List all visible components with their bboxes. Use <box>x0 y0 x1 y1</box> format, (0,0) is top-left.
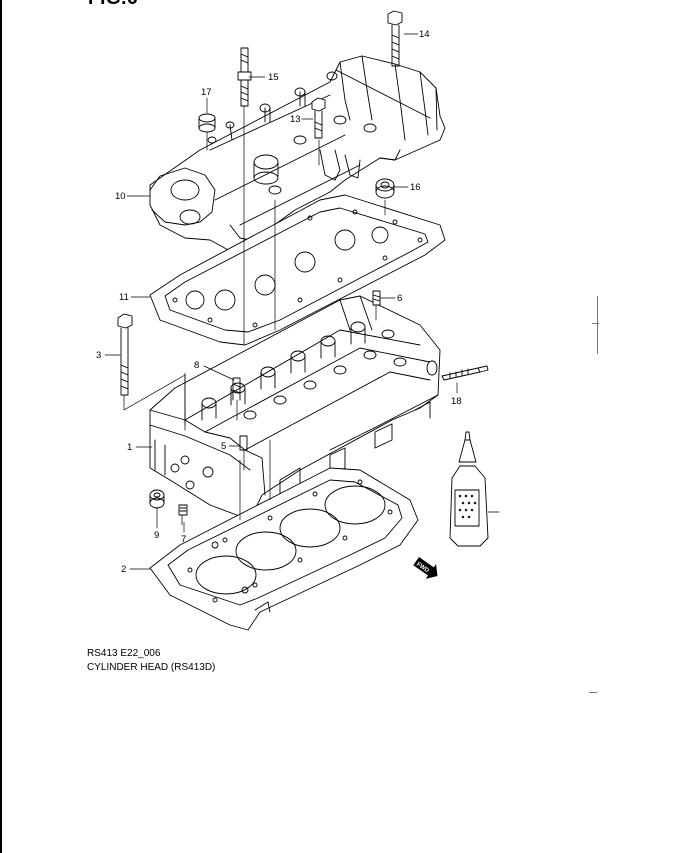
seal-9 <box>149 489 165 509</box>
callout-2: 2 <box>121 564 126 575</box>
upper-gasket <box>149 194 446 346</box>
callout-14: 15 <box>268 72 279 83</box>
assembly-lines <box>123 105 386 526</box>
right-margin-mark <box>597 296 598 354</box>
callout-5: 5 <box>221 441 226 452</box>
bolt-3 <box>117 313 133 396</box>
fwd-arrow-icon: FWD <box>413 557 438 579</box>
diagram-code: RS413 E22_006 <box>87 648 161 659</box>
seal-15 <box>375 178 395 199</box>
callout-3: 3 <box>96 350 101 361</box>
figure-heading: FIG.6 <box>88 0 138 10</box>
stud-14 <box>237 47 252 107</box>
cylinder-head <box>149 295 441 521</box>
callout-11: 11 <box>119 292 129 303</box>
camshaft-housing <box>149 55 446 253</box>
plug-7 <box>178 504 188 516</box>
callout-15: 16 <box>410 182 421 193</box>
right-margin-tick <box>592 323 599 324</box>
callout-16: 17 <box>201 87 212 98</box>
glow-plug-17 <box>441 365 489 381</box>
callout-10: 10 <box>115 191 126 202</box>
bolt-13 <box>387 10 403 67</box>
stud-8 <box>232 377 241 401</box>
bolt-12 <box>311 97 326 139</box>
leader-lines <box>104 33 500 570</box>
callout-17: 18 <box>451 396 462 407</box>
callout-13: 14 <box>419 29 430 40</box>
sealant-bottle-18 <box>449 431 489 547</box>
callout-7: 7 <box>181 534 186 545</box>
dowel-5 <box>239 435 248 451</box>
page-left-border <box>0 0 2 853</box>
callout-1: 1 <box>127 442 132 453</box>
head-gasket <box>149 467 419 631</box>
callout-12: 13 <box>290 114 301 125</box>
plug-16 <box>198 113 216 133</box>
callout-9: 9 <box>154 530 159 541</box>
callout-8: 8 <box>194 360 199 371</box>
callout-6: 6 <box>397 293 402 304</box>
diagram-caption: CYLINDER HEAD (RS413D) <box>87 662 216 673</box>
pin-6 <box>372 290 381 306</box>
right-margin-dash <box>589 692 597 693</box>
